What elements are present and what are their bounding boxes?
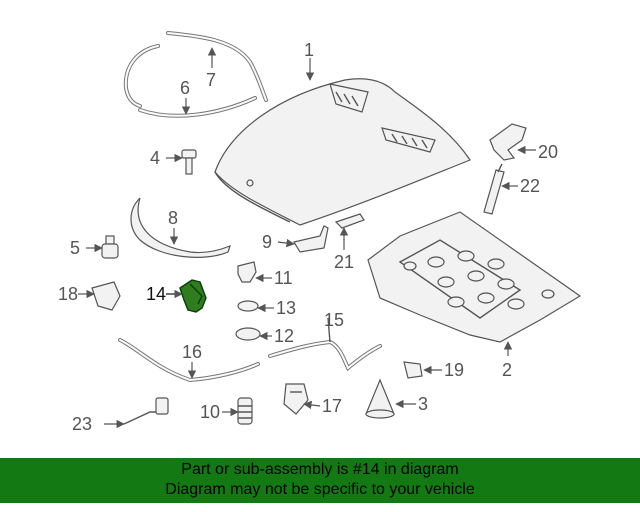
part-23-sensor[interactable] bbox=[123, 397, 169, 425]
callout-1: 1 bbox=[304, 40, 315, 81]
part-6-seal[interactable] bbox=[138, 96, 257, 118]
svg-text:9: 9 bbox=[262, 232, 272, 252]
part-5-bumper-stop[interactable] bbox=[101, 235, 119, 259]
callout-15: 15 bbox=[324, 310, 344, 330]
svg-text:3: 3 bbox=[418, 394, 428, 414]
svg-text:4: 4 bbox=[150, 148, 160, 168]
part-19-clip[interactable] bbox=[403, 361, 423, 379]
callout-2: 2 bbox=[502, 341, 513, 380]
svg-text:12: 12 bbox=[274, 326, 294, 346]
callout-11: 11 bbox=[255, 268, 293, 288]
callout-12: 12 bbox=[259, 326, 294, 346]
callout-5: 5 bbox=[70, 238, 103, 258]
callout-4: 4 bbox=[150, 148, 183, 168]
svg-text:20: 20 bbox=[538, 142, 558, 162]
callout-9: 9 bbox=[262, 232, 295, 252]
svg-text:5: 5 bbox=[70, 238, 80, 258]
part-4-bolt[interactable] bbox=[181, 149, 197, 175]
part-2-insulator[interactable] bbox=[367, 211, 582, 343]
callout-18: 18 bbox=[58, 284, 95, 304]
svg-text:15: 15 bbox=[324, 310, 344, 330]
callout-22: 22 bbox=[501, 176, 540, 196]
svg-text:21: 21 bbox=[334, 252, 354, 272]
part-20-hinge[interactable] bbox=[489, 123, 527, 161]
callout-13: 13 bbox=[257, 298, 296, 318]
part-8-front-seal[interactable] bbox=[130, 197, 231, 258]
callout-10: 10 bbox=[200, 402, 239, 422]
part-17-clamp[interactable] bbox=[283, 383, 309, 415]
svg-text:11: 11 bbox=[274, 268, 293, 288]
callout-14: 14 bbox=[146, 284, 183, 304]
svg-text:18: 18 bbox=[58, 284, 78, 304]
svg-text:14: 14 bbox=[146, 284, 166, 304]
part-21-clip[interactable] bbox=[334, 213, 365, 229]
banner-line-2: Diagram may not be specific to your vehi… bbox=[165, 481, 475, 498]
callout-16: 16 bbox=[182, 342, 202, 379]
callout-20: 20 bbox=[517, 142, 558, 162]
svg-text:2: 2 bbox=[502, 360, 512, 380]
callout-7: 7 bbox=[206, 47, 217, 90]
part-14-highlighted[interactable] bbox=[179, 279, 207, 313]
svg-text:13: 13 bbox=[276, 298, 296, 318]
svg-text:10: 10 bbox=[200, 402, 220, 422]
banner-line-1: Part or sub-assembly is #14 in diagram bbox=[181, 461, 459, 478]
part-9-bracket[interactable] bbox=[293, 225, 329, 253]
svg-text:22: 22 bbox=[520, 176, 540, 196]
svg-text:19: 19 bbox=[444, 360, 464, 380]
part-11-latch[interactable] bbox=[237, 261, 257, 283]
svg-text:8: 8 bbox=[168, 208, 178, 228]
callout-8: 8 bbox=[168, 208, 179, 245]
part-10-grommet[interactable] bbox=[237, 397, 253, 425]
part-12-cap[interactable] bbox=[235, 327, 261, 341]
part-13-washer[interactable] bbox=[237, 300, 259, 312]
svg-text:1: 1 bbox=[304, 40, 314, 60]
parts-diagram: 1 7 6 4 20 22 8 5 9 21 11 18 bbox=[58, 31, 582, 434]
part-1-hood[interactable] bbox=[214, 78, 471, 226]
callout-19: 19 bbox=[423, 360, 464, 380]
svg-text:17: 17 bbox=[322, 396, 342, 416]
part-3-cone[interactable] bbox=[365, 378, 395, 419]
callout-21: 21 bbox=[334, 227, 354, 272]
part-7-weatherstrip[interactable] bbox=[123, 31, 268, 108]
callout-17: 17 bbox=[303, 396, 342, 416]
svg-text:23: 23 bbox=[72, 414, 92, 434]
svg-text:6: 6 bbox=[180, 78, 190, 98]
callout-6: 6 bbox=[180, 78, 191, 115]
callout-3: 3 bbox=[395, 394, 428, 414]
part-15-cable[interactable] bbox=[268, 317, 382, 372]
callout-23: 23 bbox=[72, 414, 125, 434]
svg-text:16: 16 bbox=[182, 342, 202, 362]
svg-text:7: 7 bbox=[206, 70, 216, 90]
part-16-cable[interactable] bbox=[118, 338, 260, 383]
part-18-handle[interactable] bbox=[91, 281, 121, 311]
info-banner: Part or sub-assembly is #14 in diagram D… bbox=[0, 458, 640, 503]
part-22-strut[interactable] bbox=[483, 163, 505, 215]
